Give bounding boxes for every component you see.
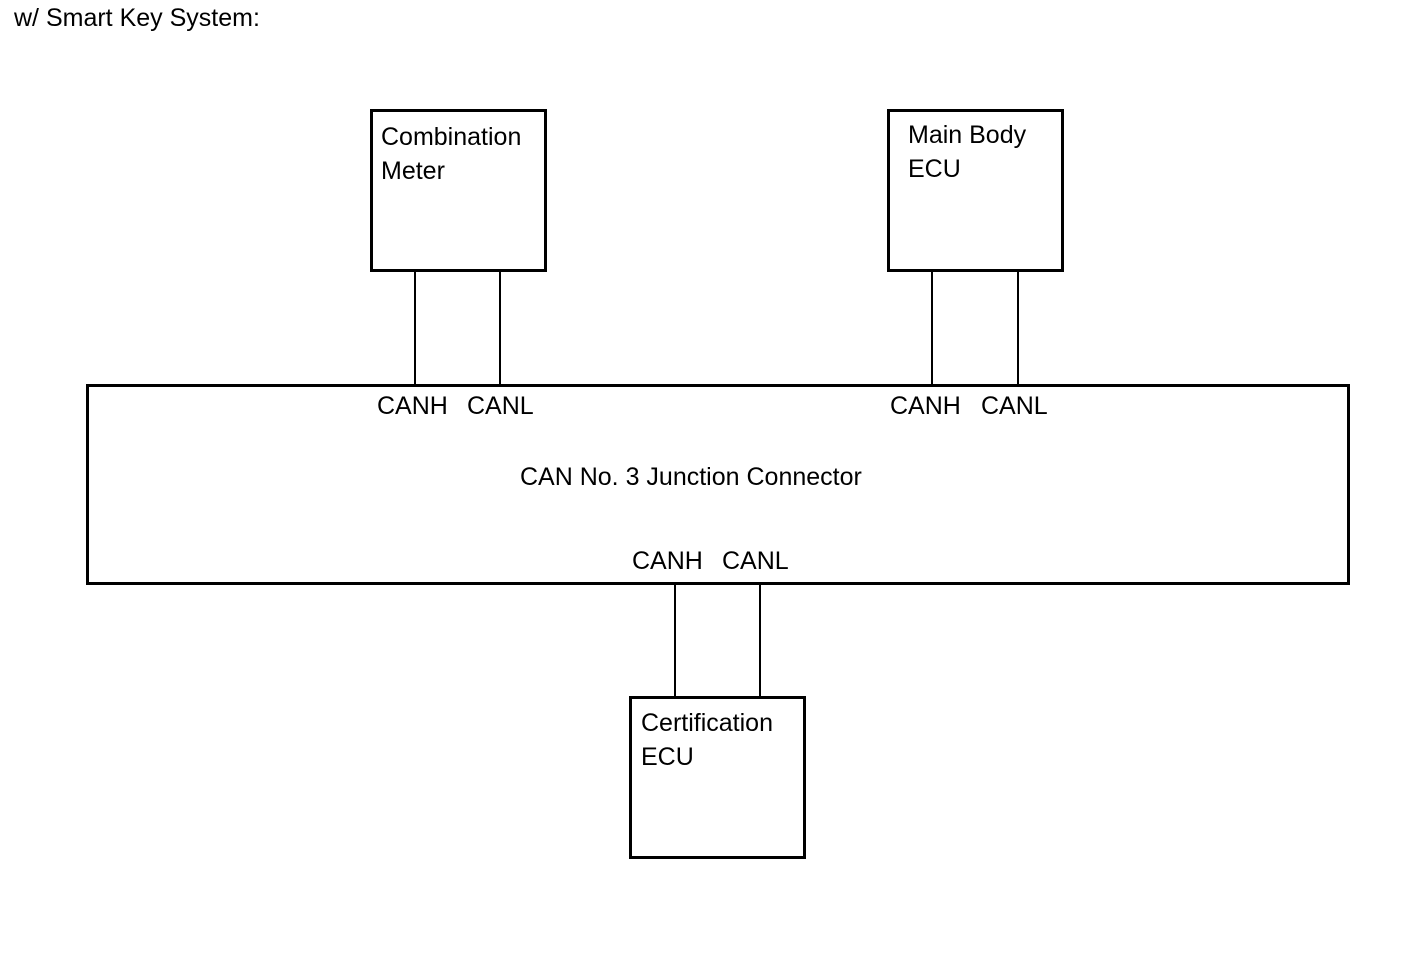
cert-canh-pin-label: CANH (632, 547, 703, 575)
meter-canl-wire (499, 270, 501, 386)
main-body-ecu-label-line1: Main Body (908, 121, 1027, 149)
certification-ecu-box: Certification ECU (629, 696, 806, 859)
combination-meter-label-line1: Combination (381, 123, 522, 151)
certification-ecu-label-line2: ECU (641, 743, 694, 771)
combination-meter-label-line2: Meter (381, 157, 445, 185)
body-canh-pin-label: CANH (890, 392, 961, 420)
combination-meter-label: Combination Meter (381, 120, 521, 188)
cert-canl-wire (759, 583, 761, 699)
cert-canl-pin-label: CANL (722, 547, 789, 575)
main-body-ecu-label-line2: ECU (908, 155, 961, 183)
meter-canh-pin-label: CANH (377, 392, 448, 420)
certification-ecu-label: Certification ECU (641, 706, 773, 774)
diagram-heading: w/ Smart Key System: (14, 4, 260, 32)
cert-canh-wire (674, 583, 676, 699)
combination-meter-box: Combination Meter (370, 109, 547, 272)
can-junction-connector-box (86, 384, 1350, 585)
body-canl-wire (1017, 270, 1019, 386)
main-body-ecu-label: Main Body ECU (908, 118, 1026, 186)
body-canh-wire (931, 270, 933, 386)
certification-ecu-label-line1: Certification (641, 709, 773, 737)
junction-connector-title: CAN No. 3 Junction Connector (520, 463, 862, 491)
main-body-ecu-box: Main Body ECU (887, 109, 1064, 272)
body-canl-pin-label: CANL (981, 392, 1048, 420)
meter-canh-wire (414, 270, 416, 386)
meter-canl-pin-label: CANL (467, 392, 534, 420)
